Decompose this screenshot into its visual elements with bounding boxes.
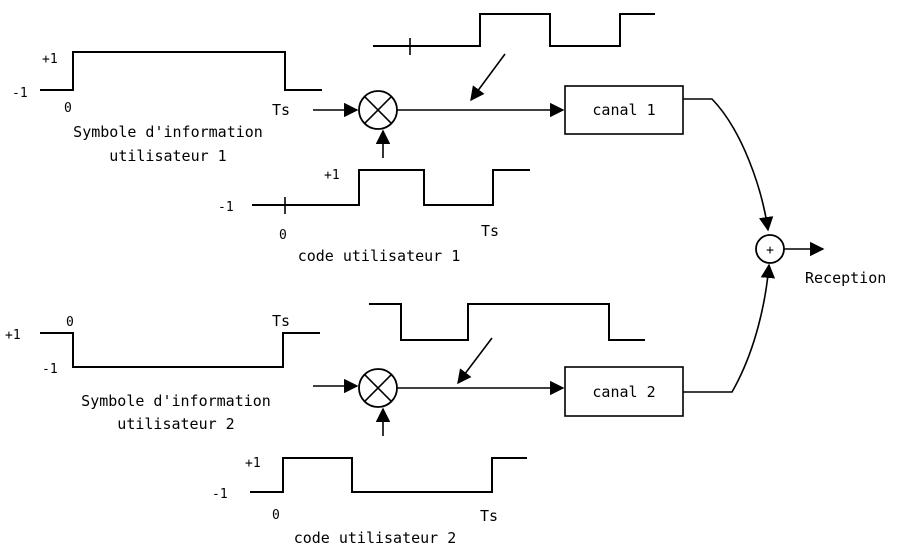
info-symbol-1-t0-label: 0 bbox=[64, 101, 72, 116]
code-2-ts-label: Ts bbox=[480, 507, 498, 525]
canal-1-to-summer-arrow bbox=[683, 98, 774, 232]
code-1-ts-label: Ts bbox=[481, 222, 499, 240]
info-symbol-2-waveform bbox=[40, 332, 320, 368]
canal-1-label: canal 1 bbox=[592, 101, 655, 119]
spread-signal-1-waveform bbox=[373, 13, 655, 47]
code-1-high-level: +1 bbox=[324, 168, 340, 183]
canal-2-to-summer-arrow bbox=[683, 263, 776, 393]
info-symbol-2-t0-label: 0 bbox=[66, 315, 74, 330]
multiplier-2 bbox=[358, 368, 398, 408]
code-2-low-level: -1 bbox=[212, 487, 228, 502]
reception-label: Reception bbox=[805, 269, 886, 287]
code-1-low-level: -1 bbox=[218, 200, 234, 215]
spread-signal-2-waveform bbox=[369, 303, 645, 341]
summer-plus-sign: + bbox=[766, 243, 774, 258]
code-2-high-level: +1 bbox=[245, 456, 261, 471]
code-2-caption: code utilisateur 2 bbox=[294, 529, 457, 547]
info-symbol-2-ts-label: Ts bbox=[272, 312, 290, 330]
canal-1-block: canal 1 bbox=[564, 85, 684, 135]
spread-signal-1-pointer-arrow bbox=[470, 53, 506, 102]
info-symbol-1-caption-line1: Symbole d'information bbox=[73, 123, 263, 141]
info-symbol-1-ts-label: Ts bbox=[272, 101, 290, 119]
info-symbol-1-low-level: -1 bbox=[12, 86, 28, 101]
info-symbol-1-waveform bbox=[40, 51, 322, 91]
code-1-t0-label: 0 bbox=[279, 228, 287, 243]
code-1-waveform bbox=[252, 169, 530, 206]
info-symbol-2-caption-line2: utilisateur 2 bbox=[117, 415, 234, 433]
summer-node: + bbox=[755, 234, 785, 264]
spread-signal-2-pointer-arrow bbox=[457, 337, 493, 385]
canal-2-label: canal 2 bbox=[592, 383, 655, 401]
info-symbol-2-high-level: +1 bbox=[5, 328, 21, 343]
info-symbol-2-low-level: -1 bbox=[42, 362, 58, 377]
info-symbol-1-caption-line2: utilisateur 1 bbox=[109, 147, 226, 165]
info-symbol-1-high-level: +1 bbox=[42, 52, 58, 67]
canal-2-block: canal 2 bbox=[564, 366, 684, 417]
code-1-caption: code utilisateur 1 bbox=[298, 247, 461, 265]
multiplier-1 bbox=[358, 90, 398, 130]
code-2-waveform bbox=[250, 457, 527, 493]
info-symbol-2-caption-line1: Symbole d'information bbox=[81, 392, 271, 410]
code-2-t0-label: 0 bbox=[272, 508, 280, 523]
